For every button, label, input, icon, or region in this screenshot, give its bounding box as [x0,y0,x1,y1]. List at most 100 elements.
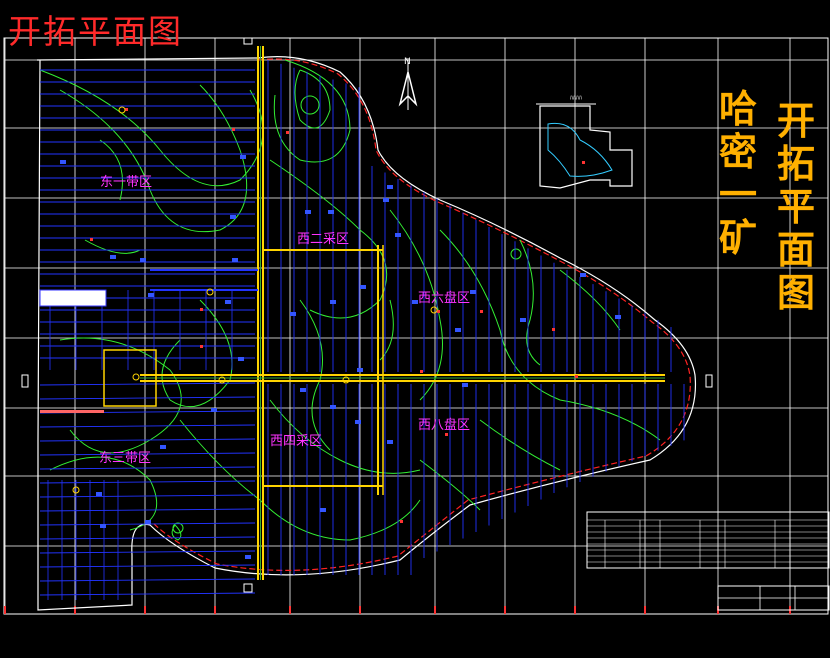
key-plan-scale-marks: ﾊﾊﾊﾊ [570,95,582,102]
survey-marker-red [420,370,423,373]
panel-line-east-lower [39,550,256,554]
title-block [717,585,830,611]
survey-marker-red [232,128,235,131]
survey-marker [305,210,311,214]
contour-line [519,239,541,366]
legend-table-rows [587,519,829,568]
panel-line-east-lower [39,508,256,512]
mine-field [36,56,697,611]
survey-marker [615,315,621,319]
key-plan: ﾊﾊﾊﾊ [536,95,633,189]
side-title-plan: 开拓平面图 [776,99,815,315]
survey-marker-red [445,433,448,436]
key-plan-outline [539,105,633,189]
legend-table [586,511,830,569]
survey-marker [145,520,151,524]
survey-marker [290,312,296,316]
contour-line [379,299,394,361]
survey-marker [238,357,244,361]
panel-line-east-lower [39,452,256,456]
survey-marker-red [200,345,203,348]
panel-line-east-lower [39,466,256,470]
roadway-lines [39,60,685,600]
field-boundary-white [36,56,697,611]
survey-marker [328,210,334,214]
shaft-mark-top [243,37,253,45]
contour-line [294,69,331,129]
panel-line-east-lower [39,592,256,596]
contour-line [99,139,123,201]
survey-marker [330,300,336,304]
survey-marker [230,215,236,219]
survey-marker-yellow [72,486,80,494]
coordinate-grid [4,37,828,615]
survey-marker-red [437,310,440,313]
contour-line [161,299,233,408]
contour-line [84,239,141,254]
survey-marker [225,300,231,304]
survey-marker [330,405,336,409]
zone-label-west-8: 西八盘区 [418,418,471,433]
survey-marker [455,328,461,332]
zone-label-west-4: 西四采区 [270,434,323,449]
panel-line-east-lower [39,396,256,400]
survey-marker [232,258,238,262]
zone-label-east-3: 东三带区 [99,451,152,466]
survey-marker-red [286,131,289,134]
main-roadways [140,46,665,580]
survey-marker [520,318,526,322]
contour-line [171,524,182,541]
industrial-square [103,349,157,407]
survey-marker-yellow [206,288,214,296]
panel-line-east-lower [39,564,256,568]
survey-marker [96,492,102,496]
survey-marker [60,160,66,164]
panel-line-east-lower [39,578,256,582]
legend-table-frame [586,511,830,569]
side-mark-right [705,374,713,388]
contour-line [439,229,661,441]
zone-label-west-6: 西六盘区 [418,291,471,306]
legend-block [39,289,107,307]
panel-line-east-lower [39,382,256,386]
survey-marker-red [552,328,555,331]
survey-marker-yellow [132,373,140,381]
survey-marker [395,233,401,237]
survey-marker [140,258,146,262]
drawing-title: 开拓平面图 [8,12,183,51]
contour-peak [172,522,184,534]
survey-marker [100,524,106,528]
survey-marker-red [200,308,203,311]
survey-marker [360,285,366,289]
side-title-mine: 哈密一矿 [718,87,757,260]
survey-marker [387,185,393,189]
survey-marker [245,555,251,559]
survey-marker-red [582,161,585,164]
contour-line [559,269,621,331]
survey-marker [211,408,217,412]
survey-marker [470,290,476,294]
panel-line-east-lower [39,494,256,498]
survey-marker-red [575,375,578,378]
contour-line [179,419,421,541]
contour-peak [510,248,522,260]
survey-marker-yellow [342,376,350,384]
panel-line-east-lower [39,536,256,540]
survey-marker-red [125,108,128,111]
survey-marker [387,440,393,444]
survey-marker [383,198,389,202]
field-boundary-red [151,58,691,571]
survey-marker [580,273,586,277]
contour-line [59,84,248,233]
contour-line [273,59,351,163]
survey-marker [357,368,363,372]
contour-line [479,419,561,471]
survey-marker [300,388,306,392]
contour-line [269,399,421,474]
survey-marker-yellow [430,306,438,314]
survey-marker [148,293,154,297]
survey-marker [412,300,418,304]
zone-label-east-1: 东一带区 [100,175,153,190]
